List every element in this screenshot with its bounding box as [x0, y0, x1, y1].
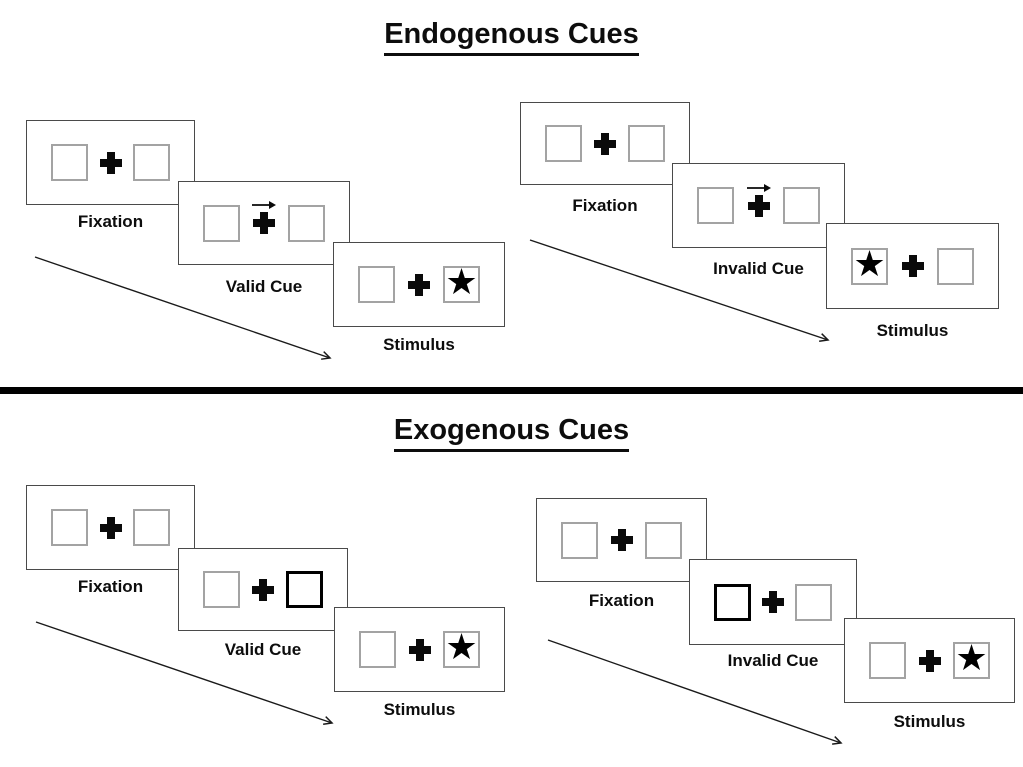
left-target-box: ★ — [851, 243, 888, 285]
fixation-cross-icon — [918, 649, 941, 672]
panel-label: Fixation — [588, 591, 655, 610]
left-placeholder-box — [561, 521, 598, 559]
exogenous-valid-stimulus-panel: ★ — [334, 607, 505, 692]
right-placeholder-box — [133, 509, 170, 546]
right-placeholder-box — [795, 583, 832, 621]
fixation-cross-icon — [252, 578, 274, 601]
exogenous-invalid-stimulus-panel: ★ — [844, 618, 1015, 703]
left-placeholder-box — [359, 631, 396, 668]
endogenous-valid-stimulus-panel: ★ — [333, 242, 505, 327]
left-placeholder-box — [203, 204, 240, 242]
endogenous-title-text: Endogenous Cues — [384, 18, 639, 56]
exogenous-invalid-cue-panel — [689, 559, 857, 645]
left-placeholder-box — [51, 509, 88, 546]
right-placeholder-box — [937, 247, 974, 285]
right-placeholder-box — [628, 125, 665, 162]
star-stimulus-icon: ★ — [445, 627, 478, 668]
fixation-cross-icon — [594, 132, 616, 155]
right-placeholder-box — [645, 521, 682, 559]
section-divider — [0, 387, 1023, 394]
panel-label: Stimulus — [876, 321, 949, 340]
endogenous-invalid-fixation-panel — [520, 102, 690, 185]
endogenous-valid-cue-panel — [178, 181, 350, 265]
fixation-cross-icon — [252, 201, 276, 234]
panel-label: Fixation — [572, 196, 638, 215]
fixation-cross-icon — [408, 273, 430, 296]
left-placeholder-box — [697, 187, 734, 224]
endogenous-valid-fixation-panel — [26, 120, 195, 205]
exogenous-valid-fixation-panel — [26, 485, 195, 570]
right-target-box: ★ — [953, 638, 990, 679]
panel-label: Invalid Cue — [713, 259, 804, 278]
exogenous-section-title: Exogenous Cues — [0, 414, 1023, 452]
right-arrow-cue-icon — [251, 197, 277, 209]
right-arrow-cue-icon — [746, 180, 772, 192]
right-placeholder-box — [783, 187, 820, 224]
right-target-box: ★ — [443, 627, 480, 668]
endogenous-section-title: Endogenous Cues — [0, 18, 1023, 56]
star-stimulus-icon: ★ — [853, 243, 886, 285]
right-placeholder-box — [288, 204, 325, 242]
fixation-cross-icon — [762, 591, 784, 613]
fixation-cross-icon — [99, 516, 122, 539]
panel-label: Valid Cue — [224, 640, 302, 659]
star-stimulus-icon: ★ — [445, 262, 478, 303]
panel-label: Valid Cue — [225, 277, 303, 296]
right-target-box: ★ — [443, 262, 480, 303]
left-placeholder-box — [51, 144, 88, 181]
timeline-arrow-icon — [34, 256, 332, 360]
endogenous-invalid-cue-panel — [672, 163, 845, 248]
fixation-cross-icon — [610, 529, 633, 551]
endogenous-invalid-stimulus-panel: ★ — [826, 223, 999, 309]
left-placeholder-box — [545, 125, 582, 162]
panel-label: Invalid Cue — [727, 651, 819, 670]
timeline-arrow-icon — [35, 621, 334, 725]
left-placeholder-box — [869, 642, 906, 679]
left-highlighted-cue-box — [714, 583, 751, 621]
left-placeholder-box — [358, 266, 395, 303]
fixation-cross-icon — [99, 151, 122, 174]
panel-label: Stimulus — [383, 335, 455, 354]
panel-label: Fixation — [77, 577, 144, 596]
right-placeholder-box — [133, 144, 170, 181]
left-placeholder-box — [203, 571, 240, 608]
panel-label: Stimulus — [383, 700, 456, 719]
fixation-cross-icon — [901, 255, 924, 277]
exogenous-invalid-fixation-panel — [536, 498, 707, 582]
exogenous-valid-cue-panel — [178, 548, 348, 631]
panel-label: Stimulus — [893, 712, 966, 731]
right-highlighted-cue-box — [286, 571, 323, 608]
star-stimulus-icon: ★ — [955, 638, 988, 679]
timeline-arrow-icon — [529, 239, 830, 342]
fixation-cross-icon — [408, 638, 431, 661]
fixation-cross-icon — [746, 183, 771, 217]
panel-label: Fixation — [77, 212, 144, 231]
exogenous-title-text: Exogenous Cues — [393, 414, 630, 452]
